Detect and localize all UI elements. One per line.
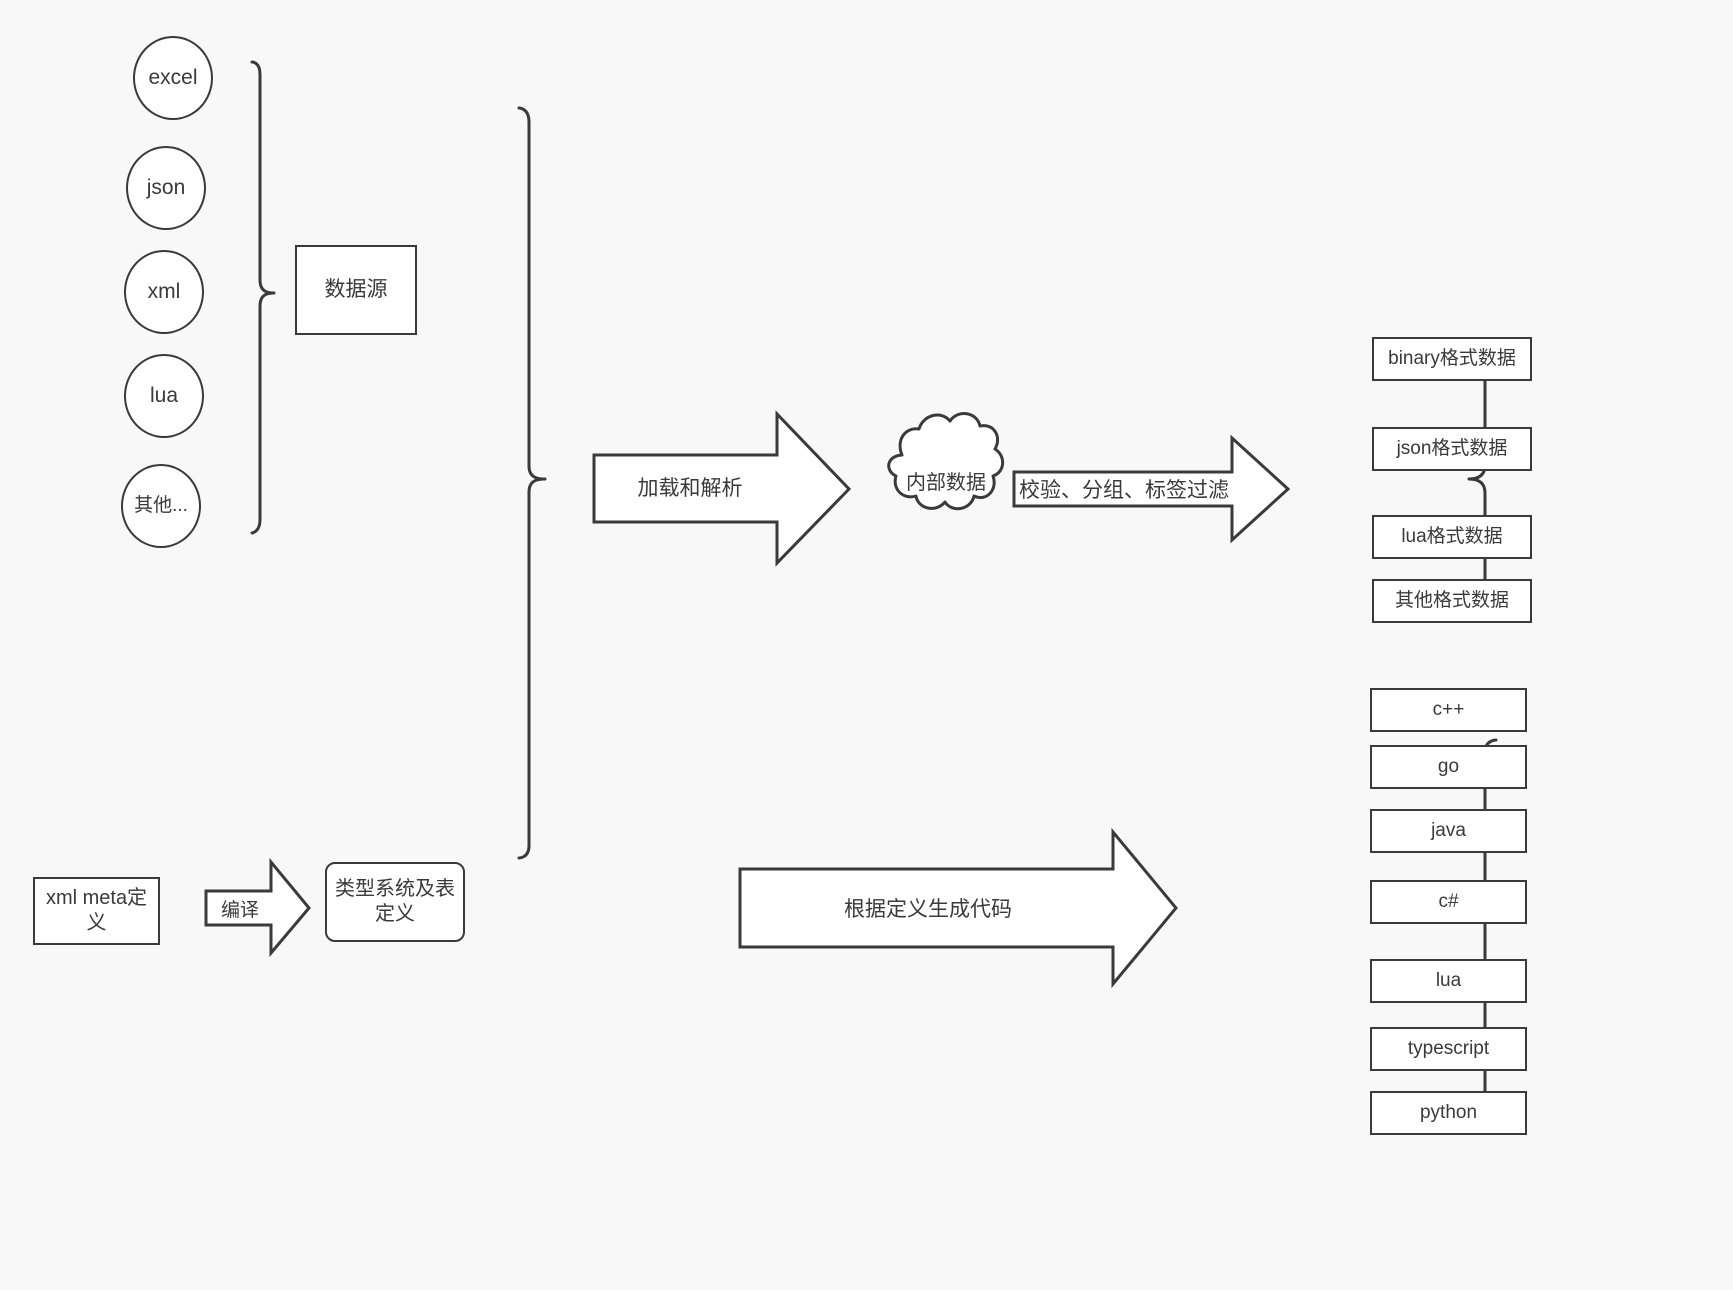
output-language-cpp[interactable]: c++ [1370,688,1527,732]
generate-arrow-label: 根据定义生成代码 [742,887,1114,929]
source-label: json [146,175,186,199]
source-label: 其他... [134,495,188,517]
output-language-typescript[interactable]: typescript [1370,1027,1527,1071]
data-source-label: 数据源 [324,277,388,301]
pipeline-input-brace [517,106,547,860]
sources-brace [250,60,276,535]
type-system-box[interactable]: 类型系统及表定义 [325,862,465,942]
output-language-go[interactable]: go [1370,745,1527,789]
output-language-label: lua [1435,970,1462,992]
output-format-other[interactable]: 其他格式数据 [1372,579,1532,623]
source-label: excel [148,65,198,89]
load-parse-text: 加载和解析 [637,477,743,500]
load-parse-arrow-label: 加载和解析 [600,466,780,508]
type-system-label: 类型系统及表定义 [335,878,455,925]
xml-meta-definition-box[interactable]: xml meta定义 [33,877,160,945]
output-language-label: python [1419,1102,1478,1124]
compile-text: 编译 [220,899,259,921]
output-language-label: java [1431,820,1466,842]
output-language-lua[interactable]: lua [1370,959,1527,1003]
source-label: xml [147,279,181,303]
output-language-label: go [1437,756,1460,778]
output-format-lua[interactable]: lua格式数据 [1372,515,1532,559]
generate-text: 根据定义生成代码 [844,898,1012,921]
source-node-other[interactable]: 其他... [121,464,201,548]
source-node-lua[interactable]: lua [124,354,204,438]
output-language-python[interactable]: python [1370,1091,1527,1135]
data-formats-brace [1467,344,1498,609]
filter-arrow-label: 校验、分组、标签过滤 [1016,468,1232,510]
source-node-xml[interactable]: xml [124,250,204,334]
output-format-label: 其他格式数据 [1394,590,1509,612]
xml-meta-label: xml meta定义 [45,887,148,934]
output-language-csharp[interactable]: c# [1370,880,1527,924]
compile-arrow-label: 编译 [208,888,272,928]
data-source-box[interactable]: 数据源 [295,245,417,335]
filter-text: 校验、分组、标签过滤 [1019,479,1229,502]
output-language-java[interactable]: java [1370,809,1527,853]
output-language-label: typescript [1407,1038,1490,1060]
internal-data-text: 内部数据 [906,471,986,494]
source-node-json[interactable]: json [126,146,206,230]
source-label: lua [149,383,179,407]
source-node-excel[interactable]: excel [133,36,213,120]
output-language-label: c++ [1432,699,1465,721]
output-format-json[interactable]: json格式数据 [1372,427,1532,471]
output-language-label: c# [1438,891,1459,913]
internal-data-cloud-label: 内部数据 [893,462,999,498]
output-format-label: lua格式数据 [1401,526,1503,548]
output-format-binary[interactable]: binary格式数据 [1372,337,1532,381]
output-format-label: json格式数据 [1396,438,1508,460]
output-format-label: binary格式数据 [1388,348,1516,370]
